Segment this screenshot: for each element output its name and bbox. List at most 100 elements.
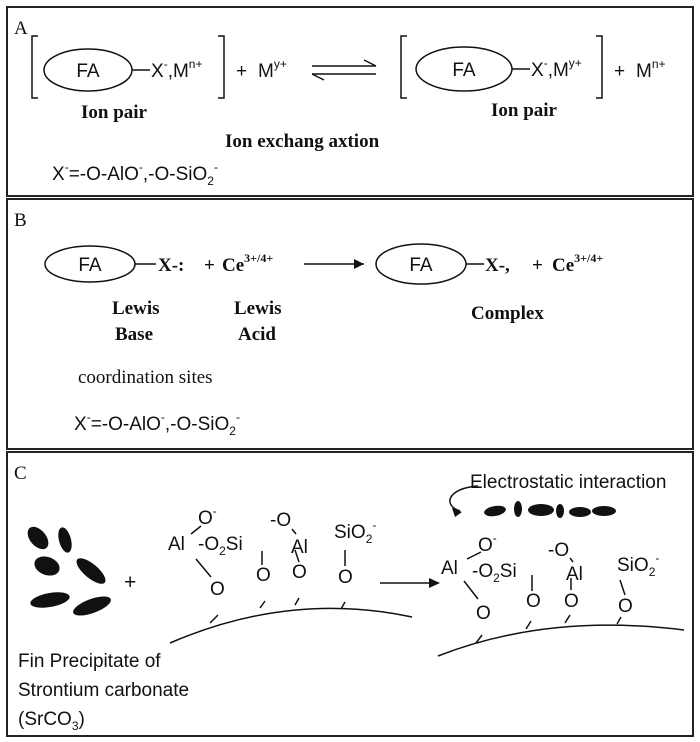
left-open-bracket [31, 35, 38, 99]
panel-a-label: A [14, 18, 28, 39]
particle [73, 596, 111, 616]
x-definition-b: X-=-O-AlO-,-O-SiO2- [74, 410, 240, 438]
o-minus-top: O- [478, 531, 497, 556]
sio2-minus: SiO2- [334, 518, 376, 546]
lewis-acid-line2: Acid [238, 324, 276, 345]
surface-bond [259, 600, 266, 609]
reaction-arrow-c-head [429, 578, 440, 588]
plus-sign-a2: + [614, 61, 625, 82]
o-al-bond [463, 580, 479, 600]
surface-bond [525, 620, 532, 630]
x-minus-left: X-,Mn+ [151, 57, 202, 82]
particle [34, 556, 60, 576]
fly-ash-surface-right [437, 624, 685, 657]
sio2-minus: SiO2- [617, 551, 659, 579]
al-atom: Al [291, 537, 308, 558]
ion-exchange-caption: Ion exchang axtion [225, 131, 380, 152]
right-open-bracket [400, 35, 407, 99]
ion-pair-left-label: Ion pair [81, 102, 148, 123]
precipitate-caption-line1: Fin Precipitate of [18, 651, 161, 672]
x-definition-a: X-=-O-AlO-,-O-SiO2- [52, 160, 218, 188]
fa-label-right: FA [452, 60, 476, 81]
x-colon-label: X-: [158, 255, 184, 276]
o2si-label: -O2Si [198, 534, 243, 558]
oxygen-atom: O [618, 596, 633, 617]
electrostatic-arrow-head [452, 508, 462, 517]
ce-left: Ce3+/4+ [222, 251, 273, 276]
panel-b-label: B [14, 210, 27, 231]
al-atom: Al [441, 558, 458, 579]
fa-label-b-left: FA [78, 255, 102, 276]
fa-label-left: FA [76, 61, 100, 82]
precipitate-caption-line3: (SrCO3) [18, 709, 85, 733]
surface-bond [209, 614, 219, 624]
oxygen-atom: O [292, 562, 307, 583]
reaction-arrow-head [354, 259, 364, 269]
panel-b-diagram: B FA X-: + Ce3+/4+ FA X-, + Ce3+/4+ Lewi… [14, 210, 603, 438]
x-dot-label: X-, [485, 255, 510, 276]
o-minus-top: O- [198, 504, 217, 529]
plus-sign-b2: + [532, 255, 543, 276]
left-close-bracket [218, 35, 225, 99]
panel-b: B FA X-: + Ce3+/4+ FA X-, + Ce3+/4+ Lewi… [6, 198, 694, 450]
electrostatic-label: Electrostatic interaction [470, 472, 666, 493]
al-o-bond [190, 525, 202, 535]
panel-c-label: C [14, 463, 27, 484]
right-close-bracket [596, 35, 603, 99]
oxygen-atom: O [476, 603, 491, 624]
surface-bond [294, 597, 300, 606]
particle [514, 501, 522, 517]
neg-oxygen: -O [270, 510, 291, 531]
lewis-base-line2: Base [115, 324, 153, 345]
al-o-bond [466, 551, 482, 560]
plus-sign-a1: + [236, 61, 247, 82]
oxygen-atom: O [210, 579, 225, 600]
coordination-sites-label: coordination sites [78, 367, 213, 388]
reverse-arrow-head [311, 73, 325, 81]
panel-a: A FA X-,Mn+ Ion pair + My+ FA X-,My+ Ion… [6, 6, 694, 197]
particle [556, 504, 564, 518]
plus-sign-c: + [124, 571, 136, 594]
particle [569, 507, 591, 517]
o-al-bond [195, 558, 212, 578]
particle [484, 505, 506, 517]
electrostatic-curved-arrow [449, 485, 479, 512]
oxygen-atom: O [526, 591, 541, 612]
o-al-bond [294, 549, 300, 563]
particle [30, 592, 70, 608]
panel-c: C Electrostatic interaction + O O O O [6, 451, 694, 737]
lewis-acid-line1: Lewis [234, 298, 282, 319]
al-atom: Al [566, 564, 583, 585]
ce-right: Ce3+/4+ [552, 251, 603, 276]
o-al-bond [569, 557, 574, 563]
o-al-bond [291, 528, 297, 535]
surface-bond [564, 614, 571, 624]
oxygen-atom: O [338, 567, 353, 588]
particle [76, 558, 106, 584]
particle [58, 527, 72, 553]
plus-sign-b1: + [204, 255, 215, 276]
oxygen-atom: O [564, 591, 579, 612]
x-minus-right: X-,My+ [531, 56, 582, 81]
fa-label-b-right: FA [409, 255, 433, 276]
fly-ash-surface-left [169, 607, 413, 644]
surface-bond [340, 601, 346, 610]
m-y-plus: My+ [258, 57, 287, 82]
particle [592, 506, 616, 516]
o2si-label: -O2Si [472, 561, 517, 585]
forward-arrow-head [363, 59, 377, 67]
neg-oxygen: -O [548, 540, 569, 561]
o-sio2-bond [619, 579, 626, 596]
particle [27, 526, 49, 550]
particle [528, 504, 554, 516]
panel-a-diagram: A FA X-,Mn+ Ion pair + My+ FA X-,My+ Ion… [14, 18, 666, 188]
complex-label: Complex [471, 303, 544, 324]
panel-c-diagram: C Electrostatic interaction + O O O O [14, 463, 685, 733]
m-n-plus: Mn+ [636, 57, 666, 82]
lewis-base-line1: Lewis [112, 298, 160, 319]
surface-bond [616, 616, 622, 625]
oxygen-atom: O [256, 565, 271, 586]
surface-bond [475, 634, 483, 644]
ion-pair-right-label: Ion pair [491, 100, 558, 121]
precipitate-caption-line2: Strontium carbonate [18, 680, 189, 701]
